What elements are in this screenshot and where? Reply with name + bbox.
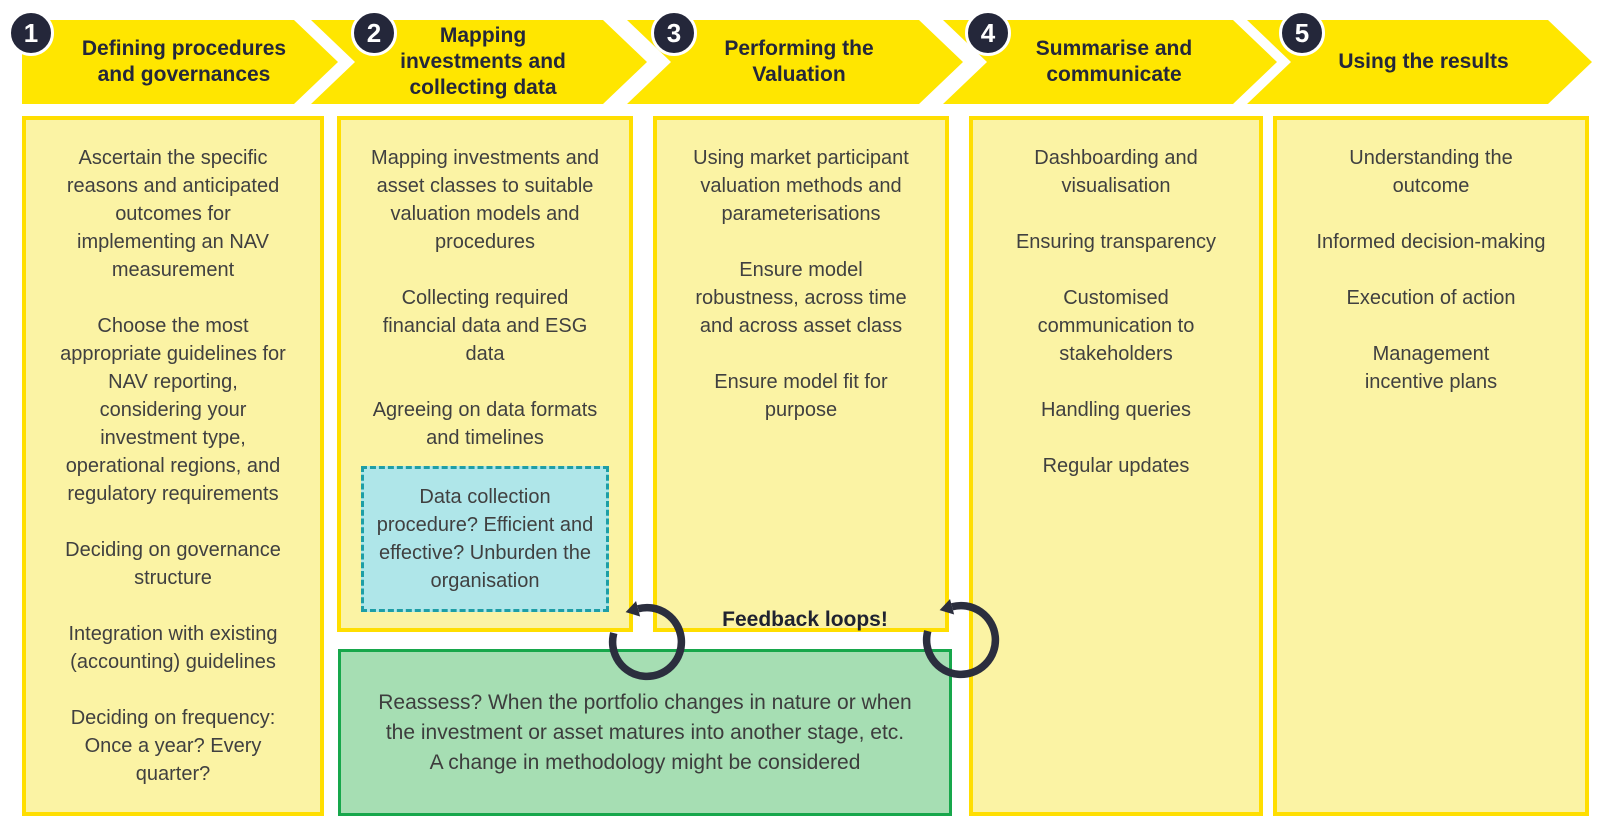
step-5-title: Using the results bbox=[1338, 50, 1509, 73]
step-4-title: Summarise and communicate bbox=[1035, 37, 1193, 86]
step-item: Mapping investments and asset classes to… bbox=[371, 147, 599, 253]
step-4-panel: Dashboarding and visualisation Ensuring … bbox=[969, 116, 1263, 816]
step-3-title: Performing the Valuation bbox=[724, 37, 874, 86]
step-5-panel: Understanding the outcome Informed decis… bbox=[1273, 116, 1589, 816]
step-item: Ensure model fit for purpose bbox=[714, 371, 888, 421]
step-4-number-badge: 4 bbox=[965, 10, 1011, 56]
step-item: Ensure model robustness, across time and… bbox=[695, 259, 907, 337]
step-item: Regular updates bbox=[1042, 455, 1190, 477]
step-1-title: Defining procedures and governances bbox=[81, 37, 287, 86]
step-item: Execution of action bbox=[1346, 287, 1516, 309]
loop-arrow-icon bbox=[608, 601, 686, 681]
step-item: Collecting required financial data and E… bbox=[382, 287, 588, 365]
step-item: Handling queries bbox=[1040, 399, 1192, 421]
step-item: Deciding on governance structure bbox=[65, 539, 281, 589]
step-item: Management incentive plans bbox=[1364, 343, 1498, 393]
step-1-panel: Ascertain the specific reasons and antic… bbox=[22, 116, 324, 816]
step-item: Deciding on frequency: Once a year? Ever… bbox=[70, 707, 276, 785]
step-item: Using market participant valuation metho… bbox=[693, 147, 909, 225]
step-2-title: Mapping investments and collecting data bbox=[400, 24, 566, 99]
step-item: Customised communication to stakeholders bbox=[1037, 287, 1195, 365]
step-1-number-badge: 1 bbox=[8, 10, 54, 56]
step-item: Informed decision-making bbox=[1316, 231, 1546, 253]
step-2-panel: Mapping investments and asset classes to… bbox=[337, 116, 633, 632]
step-3-number-badge: 3 bbox=[651, 10, 697, 56]
step-item: Understanding the outcome bbox=[1349, 147, 1513, 197]
step-item: Ascertain the specific reasons and antic… bbox=[66, 147, 280, 281]
step-2-number-badge: 2 bbox=[351, 10, 397, 56]
step-5-number-badge: 5 bbox=[1279, 10, 1325, 56]
step-item: Integration with existing (accounting) g… bbox=[68, 623, 278, 673]
feedback-loops-label: Feedback loops! bbox=[722, 608, 888, 631]
step-item: Dashboarding and visualisation bbox=[1034, 147, 1198, 197]
step-item: Choose the most appropriate guidelines f… bbox=[60, 315, 286, 505]
step-1-header-arrow: Defining procedures and governances bbox=[22, 20, 338, 104]
step-item: Ensuring transparency bbox=[1015, 231, 1217, 253]
step-3-panel: Using market participant valuation metho… bbox=[653, 116, 949, 632]
loop-arrow-icon bbox=[922, 599, 1000, 679]
data-collection-highlight-note: Data collection procedure? Efficient and… bbox=[361, 466, 609, 612]
step-item: Agreeing on data formats and timelines bbox=[372, 399, 598, 449]
